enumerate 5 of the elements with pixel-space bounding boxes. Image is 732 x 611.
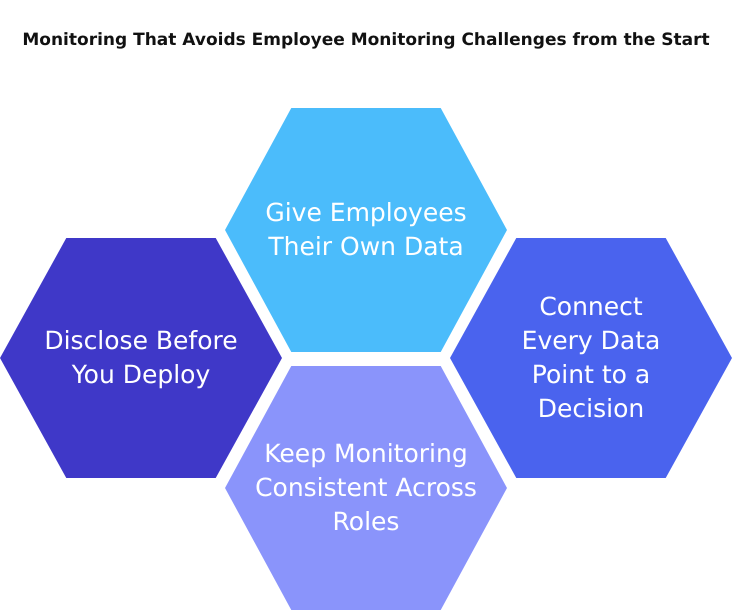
hexagon-label: Give Employees Their Own Data — [264, 197, 468, 263]
diagram-title: Monitoring That Avoids Employee Monitoring Challenges from the Start — [21, 30, 711, 50]
hexagon-label: Connect Every Data Point to a Decision — [520, 291, 662, 425]
hexagon-label: Disclose Before You Deploy — [43, 325, 239, 391]
hexagon-label: Keep Monitoring Consistent Across Roles — [254, 438, 478, 538]
